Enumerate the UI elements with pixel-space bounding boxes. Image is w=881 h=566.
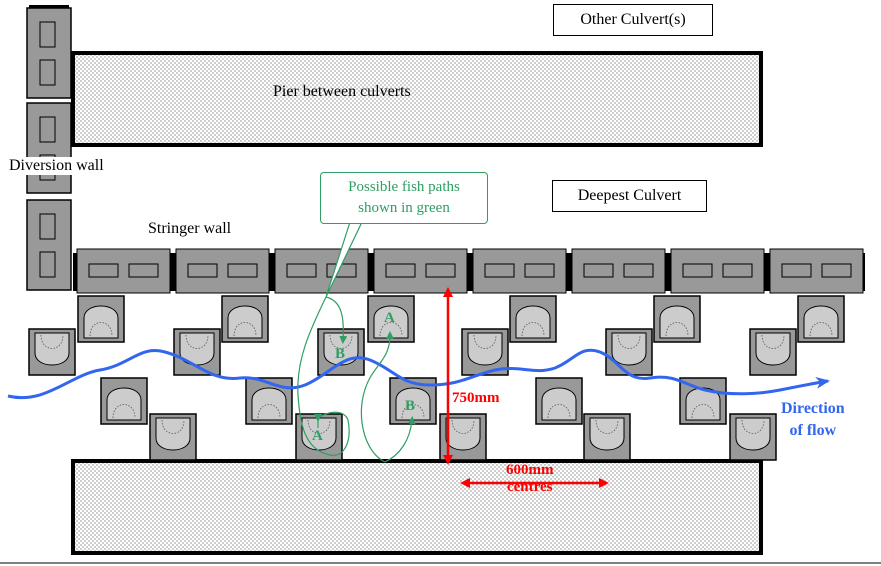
baffle-block xyxy=(583,413,631,461)
deepest-culvert-label: Deepest Culvert xyxy=(552,180,707,212)
dimension-600-label-line2: centres xyxy=(506,479,553,495)
pier-block xyxy=(71,51,763,147)
stringer-block xyxy=(769,248,864,294)
baffle-block xyxy=(797,295,845,343)
direction-label-line2: of flow xyxy=(789,422,837,439)
fish-paths-callout-line2: shown in green xyxy=(358,200,450,216)
path-label-a-1: A xyxy=(384,310,395,326)
baffle-block xyxy=(729,413,777,461)
stringer-block xyxy=(571,248,666,294)
baffle-block xyxy=(149,413,197,461)
stringer-block xyxy=(274,248,369,294)
dimension-600-label-line1: 600mm xyxy=(506,462,554,478)
fish-paths-callout: Possible fish paths shown in green xyxy=(320,172,488,224)
direction-label-line1: Direction xyxy=(781,400,845,417)
stringer-block xyxy=(76,248,171,294)
flow-line xyxy=(7,348,830,400)
baffle-block xyxy=(509,295,557,343)
baffle-block xyxy=(77,295,125,343)
path-label-b-2: B xyxy=(405,398,415,414)
stringer-block xyxy=(175,248,270,294)
stringer-block xyxy=(373,248,468,294)
stringer-wall-label: Stringer wall xyxy=(148,220,232,237)
fish-paths-callout-line1: Possible fish paths xyxy=(348,179,460,195)
fish-path-2 xyxy=(325,296,348,344)
bottom-wall xyxy=(71,459,763,555)
baffle-block xyxy=(221,295,269,343)
pier-label: Pier between culverts xyxy=(273,83,411,100)
baffle-block xyxy=(653,295,701,343)
fish-path-5 xyxy=(384,416,416,463)
diversion-wall xyxy=(26,5,72,291)
fish-paths xyxy=(297,296,416,463)
baffle-blocks xyxy=(28,295,845,461)
baffle-block xyxy=(245,377,293,425)
dimension-750-label: 750mm xyxy=(452,390,500,406)
baffle-block xyxy=(605,328,653,376)
stringer-block xyxy=(472,248,567,294)
stringer-wall xyxy=(73,248,865,294)
path-label-a-2: A xyxy=(312,428,323,444)
baffle-block xyxy=(317,328,365,376)
baffle-block xyxy=(461,328,509,376)
baffle-block xyxy=(295,413,343,461)
baffle-block xyxy=(749,328,797,376)
baffle-block xyxy=(367,295,415,343)
path-label-b-1: B xyxy=(335,346,345,362)
direction-of-flow-label: Direction of flow xyxy=(781,398,845,442)
other-culvert-label: Other Culvert(s) xyxy=(553,4,713,36)
baffle-block xyxy=(679,377,727,425)
callout-pointer xyxy=(325,221,363,298)
dimension-600-label: 600mm centres xyxy=(506,462,554,496)
baffle-block xyxy=(28,328,76,376)
diversion-wall-label: Diversion wall xyxy=(9,157,104,175)
fish-path-1 xyxy=(297,296,350,456)
fish-path-4 xyxy=(360,331,394,463)
baffle-block xyxy=(100,377,148,425)
stringer-block xyxy=(670,248,765,294)
baffle-block xyxy=(535,377,583,425)
